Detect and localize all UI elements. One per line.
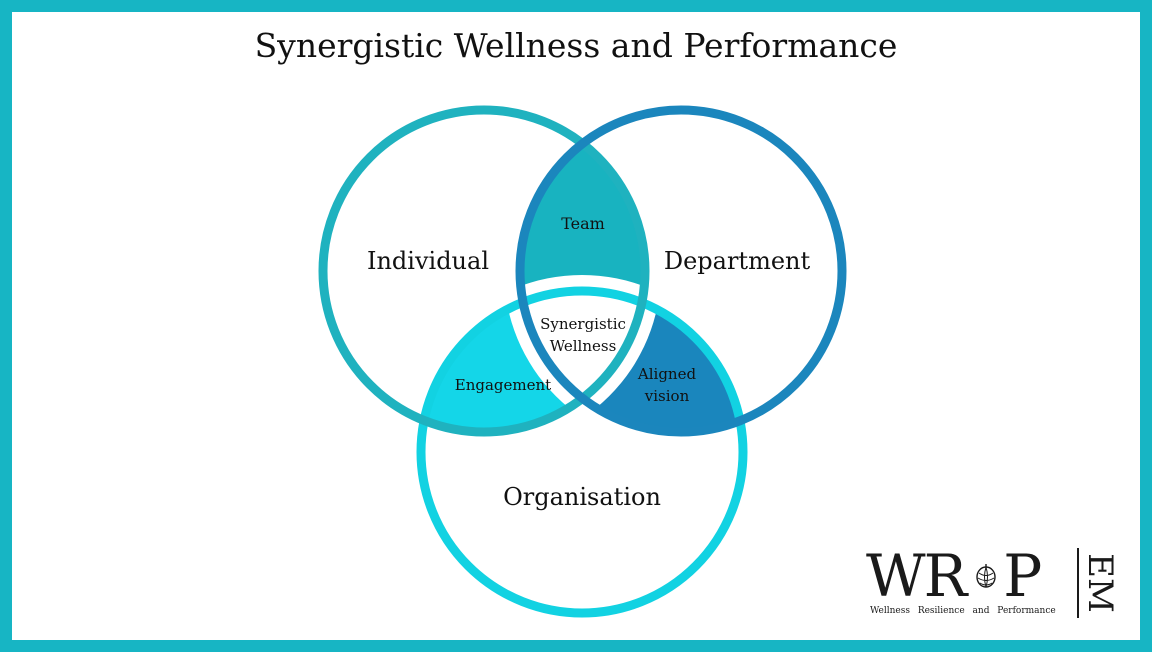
aligned-vision-label-line1: Aligned bbox=[637, 365, 697, 383]
pinecone-icon bbox=[973, 534, 999, 588]
logo-divider bbox=[1077, 548, 1079, 618]
department-circle bbox=[515, 105, 847, 437]
organisation-circle bbox=[416, 286, 748, 618]
logo-tagline: Wellness Resilience and Performance bbox=[870, 606, 1056, 616]
page-title: Synergistic Wellness and Performance bbox=[254, 26, 898, 65]
wrpem-logo: WR P Wellness Resilience and Performance… bbox=[866, 540, 1126, 620]
aligned-vision-label-line2: vision bbox=[644, 387, 690, 405]
organisation-label: Organisation bbox=[503, 483, 661, 511]
center-label-line2: Wellness bbox=[550, 337, 617, 355]
logo-em: EM bbox=[1080, 553, 1120, 613]
department-label: Department bbox=[664, 247, 811, 275]
individual-circle bbox=[318, 105, 650, 437]
logo-letter-w: W bbox=[866, 542, 928, 610]
logo-letter-p: P bbox=[1003, 542, 1045, 610]
engagement-label: Engagement bbox=[455, 376, 551, 394]
center-label-line1: Synergistic bbox=[540, 315, 626, 333]
individual-label: Individual bbox=[367, 247, 489, 275]
logo-letter-r: R bbox=[923, 542, 970, 610]
team-label: Team bbox=[561, 214, 605, 233]
